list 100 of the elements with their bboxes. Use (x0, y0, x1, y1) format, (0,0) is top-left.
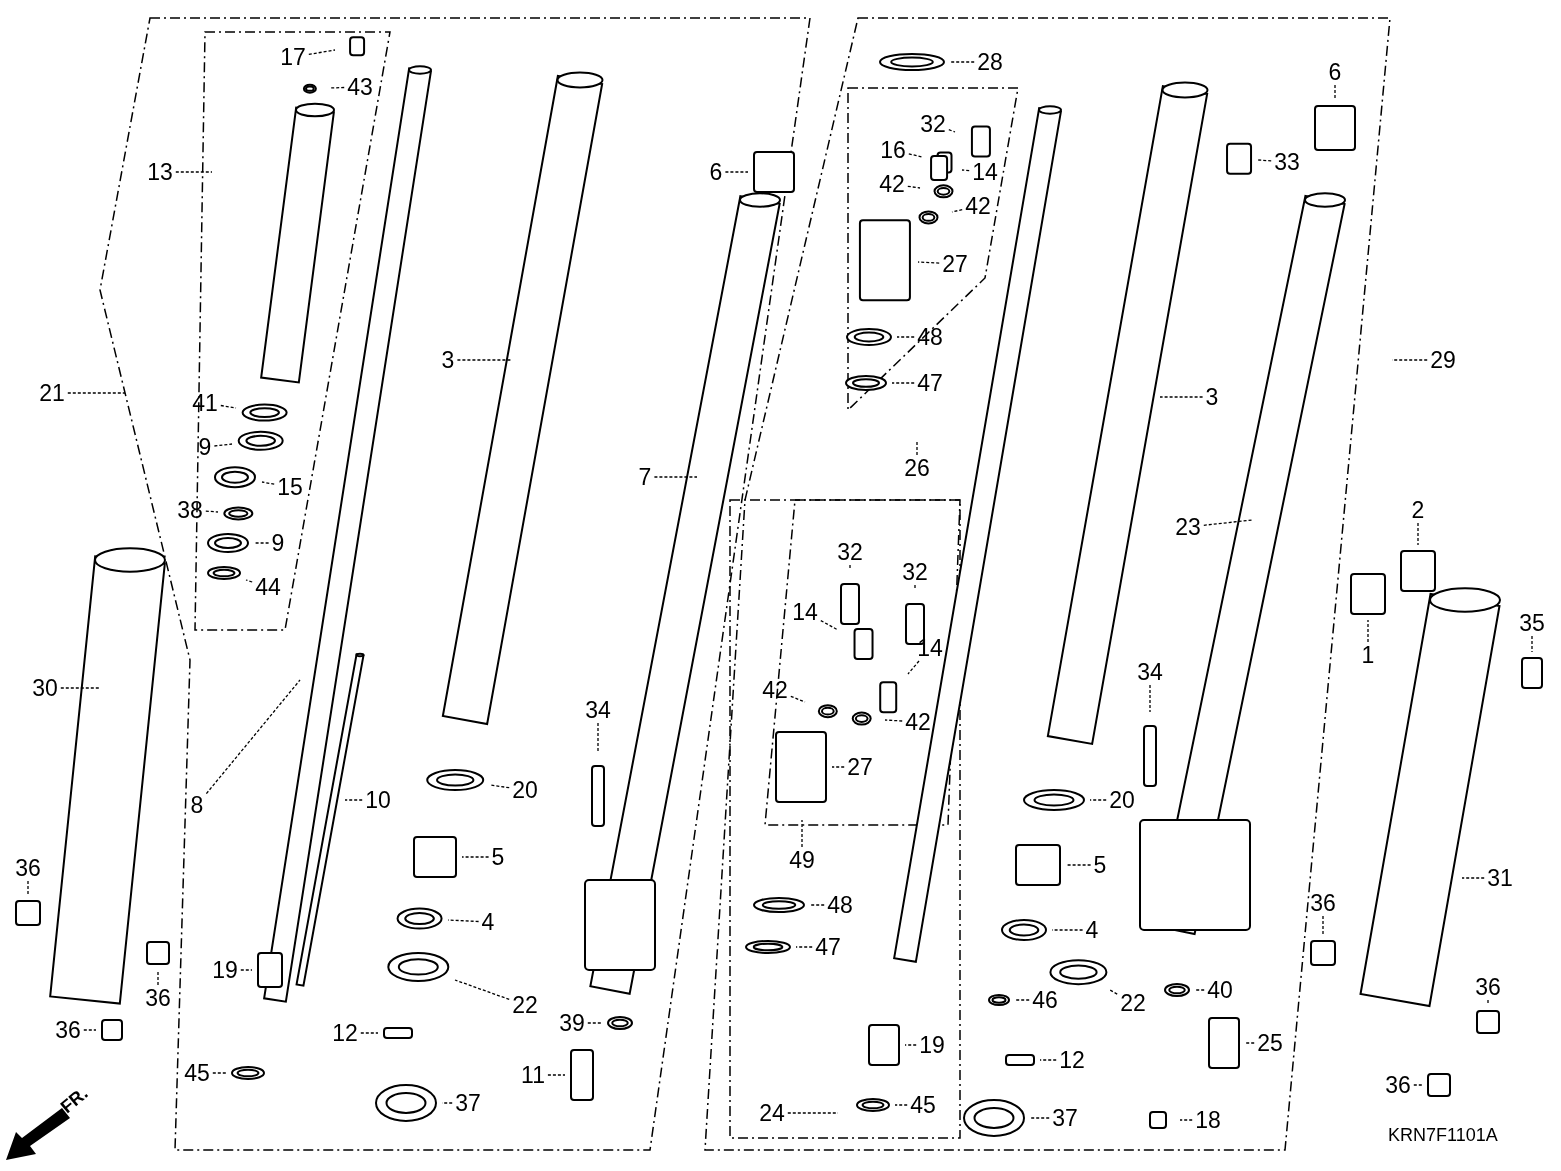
leader-line (447, 919, 480, 923)
callout-number: 26 (903, 456, 931, 480)
leader-line (1149, 684, 1151, 713)
callout-number: 37 (454, 1091, 482, 1115)
callout-number: 42 (964, 194, 992, 218)
callout-number: 38 (176, 498, 204, 522)
callout-number: 47 (814, 935, 842, 959)
callout-number: 1 (1360, 643, 1376, 667)
leader-line (907, 660, 920, 675)
callout-number: 41 (191, 391, 219, 415)
callout-number: 16 (879, 138, 907, 162)
leader-line (1531, 635, 1533, 653)
callout-number: 22 (511, 993, 539, 1017)
leader-line (213, 443, 233, 447)
leader-line (1203, 519, 1253, 526)
callout-number: 4 (1084, 918, 1100, 942)
leader-line (917, 261, 940, 264)
callout-number: 6 (1327, 60, 1343, 84)
leader-line (1065, 864, 1092, 866)
leader-line (1039, 1059, 1057, 1061)
callout-number: 36 (1384, 1073, 1412, 1097)
leader-line (849, 564, 851, 571)
callout-number: 35 (1518, 611, 1546, 635)
callout-number: 32 (919, 112, 947, 136)
leader-line (908, 153, 923, 158)
leader-line (360, 1032, 379, 1034)
leader-line (220, 404, 237, 409)
leader-line (205, 679, 301, 795)
callout-number: 48 (916, 325, 944, 349)
leader-line (1413, 1084, 1423, 1086)
callout-number: 39 (558, 1011, 586, 1035)
callout-number: 32 (836, 540, 864, 564)
leader-line (1014, 999, 1030, 1001)
callout-number: 31 (1486, 866, 1514, 890)
leader-line (261, 481, 275, 485)
leader-line (157, 969, 159, 986)
callout-number: 17 (279, 45, 307, 69)
callout-number: 27 (941, 252, 969, 276)
leader-line (454, 979, 510, 1001)
leader-line (961, 169, 970, 172)
callout-number: 12 (1058, 1048, 1086, 1072)
leader-line (949, 61, 975, 63)
leader-line (253, 542, 270, 544)
leader-line (914, 584, 916, 591)
callout-number: 2 (1410, 498, 1426, 522)
leader-line (1244, 1042, 1255, 1044)
leader-line (894, 1104, 908, 1106)
callout-number: 24 (758, 1101, 786, 1125)
leader-line (1391, 359, 1428, 361)
callout-number: 30 (31, 676, 59, 700)
callout-number: 9 (270, 531, 286, 555)
leader-line (951, 208, 963, 213)
leader-line (27, 880, 29, 896)
callout-number: 29 (1429, 348, 1457, 372)
leader-line (1322, 915, 1324, 936)
callout-number: 36 (14, 856, 42, 880)
callout-number: 9 (197, 435, 213, 459)
leader-line (547, 1074, 566, 1076)
callout-number: 28 (976, 50, 1004, 74)
leader-line (724, 171, 749, 173)
callout-number: 45 (909, 1093, 937, 1117)
leader-line (489, 784, 510, 789)
callout-number: 3 (440, 348, 456, 372)
callout-number: 49 (788, 848, 816, 872)
callout-number: 6 (708, 160, 724, 184)
leader-line (1417, 522, 1419, 546)
leader-line (456, 359, 513, 361)
callout-number: 40 (1206, 978, 1234, 1002)
leader-line (60, 687, 101, 689)
leader-line (891, 382, 915, 384)
leader-line (344, 799, 363, 801)
leader-line (907, 185, 921, 189)
callout-number: 14 (791, 600, 819, 624)
leader-line (308, 49, 336, 56)
leader-line (801, 819, 803, 848)
callout-number: 32 (901, 560, 929, 584)
callout-number: 23 (1174, 515, 1202, 539)
leader-line (831, 766, 845, 768)
callout-number: 47 (916, 371, 944, 395)
leader-line (820, 619, 839, 631)
callout-number: 33 (1273, 150, 1301, 174)
callout-number: 42 (761, 678, 789, 702)
callout-number: 11 (520, 1063, 546, 1087)
leader-line (175, 171, 213, 173)
callout-number: 34 (584, 698, 612, 722)
callout-number: 5 (1092, 853, 1108, 877)
leader-line (1487, 999, 1489, 1006)
callout-number: 22 (1119, 991, 1147, 1015)
callout-number: 34 (1136, 660, 1164, 684)
callout-number: 7 (637, 465, 653, 489)
leader-line (245, 579, 253, 583)
callout-number: 25 (1256, 1031, 1284, 1055)
leader-line (1367, 619, 1369, 643)
leader-line (1109, 989, 1118, 995)
callout-number: 4 (480, 910, 496, 934)
leader-line (1159, 396, 1204, 398)
callout-number: 36 (1474, 975, 1502, 999)
callout-number: 20 (1108, 788, 1136, 812)
callout-number: 27 (846, 755, 874, 779)
leader-line (948, 129, 956, 133)
